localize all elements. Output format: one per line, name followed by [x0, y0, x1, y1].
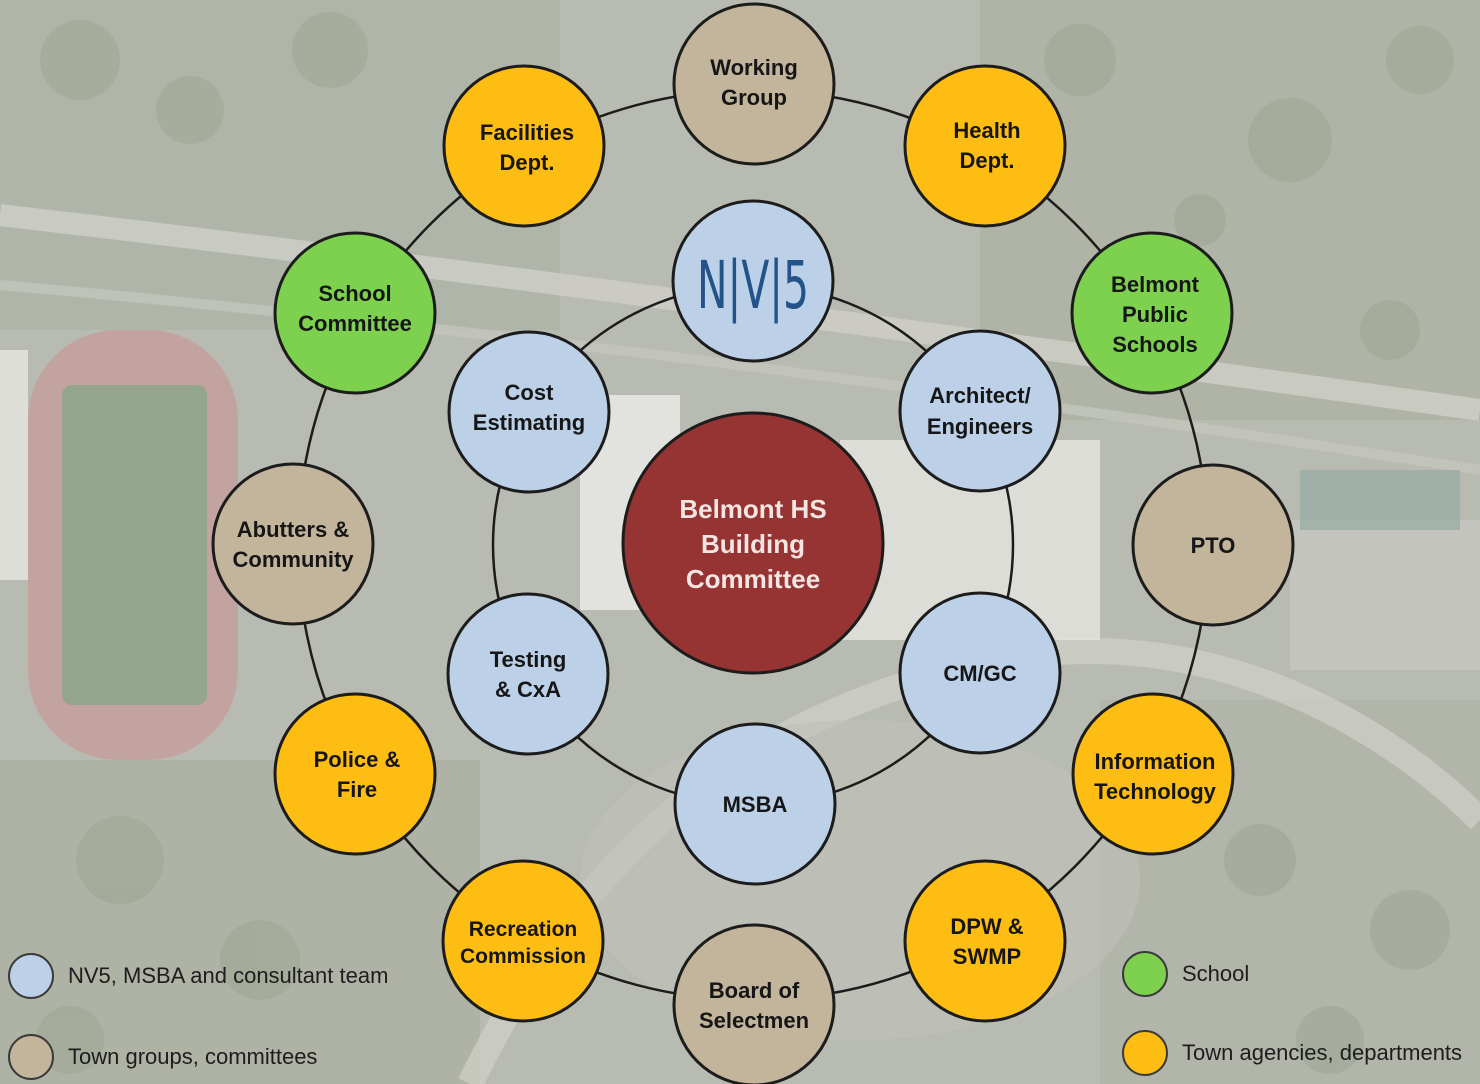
node-label-line: Working — [710, 55, 798, 80]
inner-node-cost-estimating: Cost Estimating — [447, 330, 611, 494]
node-label-line: MSBA — [723, 792, 788, 817]
node-label-line: CM/GC — [943, 661, 1016, 686]
inner-node-nv5: N|V|5 — [671, 199, 835, 363]
legend-label: School — [1182, 961, 1250, 986]
node-label-line: Committee — [298, 311, 412, 336]
node-label-line: Group — [721, 85, 787, 110]
node-circle — [441, 859, 605, 1023]
outer-node-working-group: Working Group — [672, 2, 836, 166]
outer-node-board-of-selectmen: Board of Selectmen — [672, 923, 836, 1084]
legend-label: Town groups, committees — [68, 1044, 318, 1069]
node-circle — [447, 330, 611, 494]
legend-item-school: School — [1122, 951, 1249, 997]
node-circle — [672, 2, 836, 166]
node-circle — [273, 692, 437, 856]
node-label-line: School — [318, 281, 391, 306]
node-label-line: Belmont — [1111, 272, 1200, 297]
outer-node-facilities-dept: Facilities Dept. — [442, 64, 606, 228]
node-label-line: Facilities — [480, 120, 574, 145]
node-circle — [446, 592, 610, 756]
outer-node-police-fire: Police & Fire — [273, 692, 437, 856]
legend-item-agency: Town agencies, departments — [1122, 1030, 1462, 1076]
node-label-line: Health — [953, 118, 1020, 143]
node-label-line: Abutters & — [237, 517, 350, 542]
legend-swatch-town-group — [8, 1034, 54, 1080]
outer-node-dpw-swmp: DPW & SWMP — [903, 859, 1067, 1023]
outer-node-belmont-public-schools: Belmont Public Schools — [1070, 231, 1234, 395]
node-circle — [1070, 231, 1234, 395]
inner-node-testing-cxa: Testing & CxA — [446, 592, 610, 756]
node-label-line: PTO — [1191, 533, 1236, 558]
node-circle — [898, 591, 1062, 755]
legend-item-consultant: NV5, MSBA and consultant team — [8, 953, 388, 999]
node-circle — [273, 231, 437, 395]
node-label-line: DPW & — [950, 914, 1023, 939]
legend-item-town-group: Town groups, committees — [8, 1034, 317, 1080]
node-label-line: Dept. — [500, 150, 555, 175]
node-label-line: Cost — [505, 380, 555, 405]
node-label-line: Selectmen — [699, 1008, 809, 1033]
node-circle — [1071, 692, 1235, 856]
node-label-line: Schools — [1112, 332, 1198, 357]
node-label-line: Technology — [1094, 779, 1217, 804]
node-circle — [898, 329, 1062, 493]
center-label-line-3: Committee — [686, 564, 820, 594]
node-label-line: Police & — [314, 747, 401, 772]
node-circle — [442, 64, 606, 228]
node-label-line: Fire — [337, 777, 377, 802]
node-label-line: Testing — [490, 647, 567, 672]
node-circle — [672, 923, 836, 1084]
outer-node-information-technology: Information Technology — [1071, 692, 1235, 856]
node-circle — [211, 462, 375, 626]
outer-node-recreation-commission: Recreation Commission — [441, 859, 605, 1023]
node-label-line: Recreation — [469, 918, 578, 941]
node-circle — [903, 64, 1067, 228]
legend-label: Town agencies, departments — [1182, 1040, 1463, 1065]
node-label-line: Commission — [460, 945, 586, 968]
outer-node-pto: PTO — [1131, 463, 1295, 627]
node-label-line: Community — [233, 547, 355, 572]
outer-node-abutters-community: Abutters & Community — [211, 462, 375, 626]
center-label-line-2: Building — [701, 529, 805, 559]
legend-swatch-consultant — [8, 953, 54, 999]
node-label-line: SWMP — [953, 944, 1021, 969]
node-label-line: Architect/ — [929, 383, 1030, 408]
nv5-logo: N|V|5 — [697, 247, 809, 324]
legend-label: NV5, MSBA and consultant team — [68, 963, 389, 988]
node-label-line: Estimating — [473, 410, 585, 435]
node-circle — [1131, 463, 1295, 627]
inner-node-msba: MSBA — [673, 722, 837, 886]
node-label-line: & CxA — [495, 677, 561, 702]
center-label-line-1: Belmont HS — [679, 494, 826, 524]
center-node-circle — [621, 411, 885, 675]
node-label-line: Engineers — [927, 414, 1033, 439]
node-circle — [903, 859, 1067, 1023]
outer-node-health-dept: Health Dept. — [903, 64, 1067, 228]
node-label-line: Public — [1122, 302, 1188, 327]
outer-node-school-committee: School Committee — [273, 231, 437, 395]
center-node-building-committee: Belmont HS Building Committee — [621, 411, 885, 675]
nv5-node-circle — [671, 199, 835, 363]
node-label-line: Dept. — [960, 148, 1015, 173]
node-circle — [673, 722, 837, 886]
node-label-line: Information — [1095, 749, 1216, 774]
inner-node-cm-gc: CM/GC — [898, 591, 1062, 755]
inner-node-architect-engineers: Architect/ Engineers — [898, 329, 1062, 493]
legend-swatch-school — [1122, 951, 1168, 997]
node-label-line: Board of — [709, 978, 800, 1003]
legend-swatch-agency — [1122, 1030, 1168, 1076]
